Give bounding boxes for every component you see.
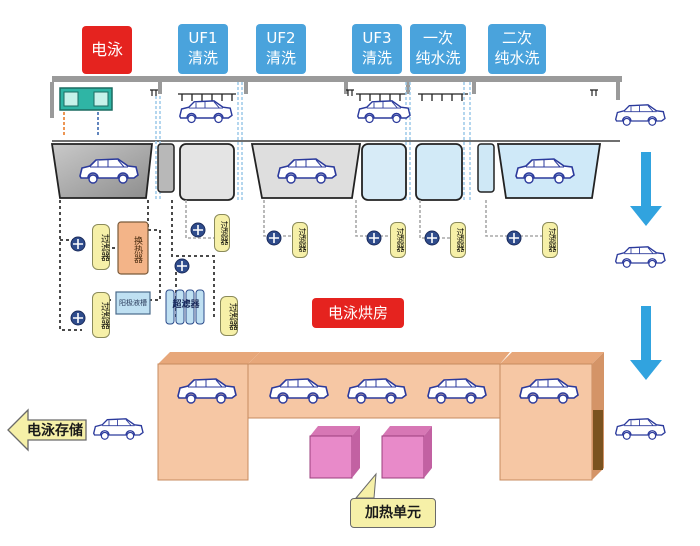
filter-tag-uf1: 过滤器: [214, 214, 230, 252]
down-arrow-1: [630, 152, 662, 226]
ed-overflow-tank: [157, 143, 175, 193]
di1-label-line1: 一次: [422, 29, 453, 47]
filter-tag-di1: 过滤器: [450, 222, 466, 258]
nozzle-ed: [150, 89, 158, 96]
uf1-label-line2: 清洗: [187, 49, 218, 67]
spray-header-uf1: [178, 93, 236, 101]
heater-unit-2: [381, 426, 432, 479]
di2-label-line1: 二次: [501, 29, 532, 47]
filter-tag-2: 过滤器: [92, 292, 110, 338]
uf1-label-line1: UF1: [188, 29, 218, 47]
heater-unit-1: [309, 426, 360, 479]
uf2-label-line2: 清洗: [265, 49, 296, 67]
filter-tag-1: 过滤器: [92, 224, 110, 270]
di1-label-line2: 纯水洗: [415, 49, 461, 67]
spray-header-uf3: [356, 93, 406, 101]
filter-tag-uf2: 过滤器: [292, 222, 308, 258]
uf2-label-line1: UF2: [266, 29, 296, 47]
ultrafilter: [165, 289, 205, 325]
car-to-oven: [615, 246, 666, 268]
uf3-label-line1: UF3: [362, 29, 392, 47]
storage-label: 电泳存储: [27, 423, 83, 439]
uf2-station-label: UF2 清洗: [256, 24, 306, 74]
pump-uf3: [366, 230, 382, 246]
uf3-tank: [361, 143, 407, 201]
heat-exchanger: [117, 221, 149, 275]
pump-ed-1: [70, 236, 86, 252]
anode-tank: [115, 291, 151, 315]
uf1-tank: [179, 143, 235, 201]
spray-header-di1: [418, 93, 468, 101]
down-arrow-2: [630, 306, 662, 380]
car-exit-line: [615, 104, 666, 126]
nozzle-di2: [590, 89, 598, 96]
oven-label: 电泳烘房: [312, 298, 404, 328]
rectifier-icon: [59, 87, 113, 136]
oven: [157, 352, 604, 481]
pump-ed-2: [70, 310, 86, 326]
pump-di2: [506, 230, 522, 246]
heat-exchanger-label: 换热器: [132, 235, 142, 263]
uf3-label-line2: 清洗: [361, 49, 392, 67]
di1-tank: [415, 143, 463, 201]
di2-station-label: 二次 纯水洗: [488, 24, 546, 74]
filter-tag-3: 过滤器: [220, 296, 238, 336]
car-from-oven: [615, 418, 666, 440]
rinse-circulation: [185, 200, 550, 239]
di2-overflow-tank: [477, 143, 495, 193]
pump-di1: [424, 230, 440, 246]
ed-station-label: 电泳: [82, 26, 132, 74]
filter-tag-uf3: 过滤器: [390, 222, 406, 258]
car-uf1-spray: [179, 100, 233, 124]
ultrafilter-label: 超滤器: [172, 300, 200, 310]
heater-label: 加热单元: [350, 498, 436, 528]
uf1-station-label: UF1 清洗: [178, 24, 228, 74]
uf3-station-label: UF3 清洗: [352, 24, 402, 74]
anode-tank-label: 阳极液槽: [119, 299, 147, 307]
heater-callout-pointer: [354, 472, 377, 499]
storage-arrow: [7, 408, 87, 452]
filter-tag-di2: 过滤器: [542, 222, 558, 258]
car-uf3-spray: [357, 100, 411, 124]
car-storage: [93, 418, 144, 440]
nozzle-uf3: [346, 89, 354, 96]
di2-label-line2: 纯水洗: [494, 49, 540, 67]
di1-station-label: 一次 纯水洗: [410, 24, 466, 74]
pump-ed-3: [174, 258, 190, 274]
pump-uf1: [190, 222, 206, 238]
conveyor-rail: [50, 76, 622, 142]
pump-uf2: [266, 230, 282, 246]
